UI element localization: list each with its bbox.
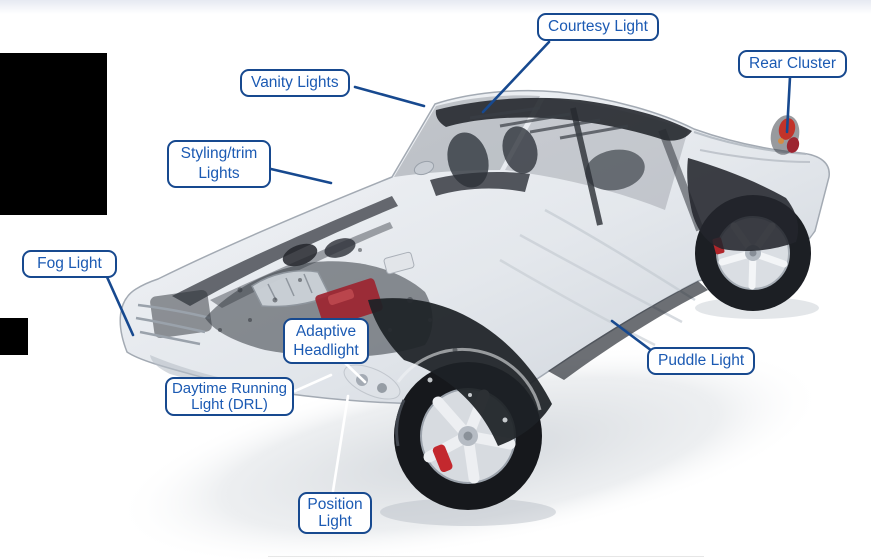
manifold-rib: [267, 283, 277, 301]
grille-slat: [139, 330, 201, 346]
label-text: Adaptive: [295, 323, 357, 340]
redaction-block-large: [0, 53, 107, 215]
headlight-projector: [377, 383, 387, 393]
sunroof-bar: [499, 112, 571, 128]
grille-slat: [137, 303, 211, 320]
dashboard: [430, 172, 530, 196]
photo-bottom-edge: [268, 556, 704, 557]
label-rear-cluster: Rear Cluster: [738, 50, 847, 78]
engine-red-highlight: [327, 289, 355, 305]
door-streak: [519, 233, 683, 324]
label-text: Rear Cluster: [749, 55, 836, 72]
label-text: Courtesy Light: [548, 18, 648, 35]
intake-tube: [282, 243, 318, 267]
sunroof-bar: [469, 106, 541, 120]
position-light-leader-line: [331, 394, 350, 493]
courtesy-light-leader-line: [481, 40, 551, 114]
leader-lines: [105, 40, 792, 493]
trunk-edge-line: [699, 149, 811, 163]
label-text: Light (DRL): [191, 395, 268, 413]
intake-tube: [324, 238, 356, 258]
vanity-lights-leader-line: [353, 85, 426, 108]
label-text: Vanity Lights: [251, 74, 339, 91]
hood-shadow-band: [172, 196, 398, 306]
roof-frame: [435, 97, 692, 141]
label-fog-light: Fog Light: [22, 250, 117, 278]
tail-light-amber: [778, 138, 784, 144]
engine-red-block: [315, 278, 383, 328]
label-text: Headlight: [293, 342, 359, 359]
puddle-light-leader-line: [610, 319, 654, 353]
brake-caliper-red: [432, 444, 453, 473]
rear-cluster-leader-line: [785, 75, 792, 134]
trunk-edge-line: [693, 131, 807, 155]
manifold-rib: [303, 273, 313, 294]
redaction-block-small: [0, 318, 28, 355]
label-text: Lights: [198, 165, 240, 182]
rear-quarter-panel: [687, 158, 799, 251]
adaptive-headlight-leader-line: [341, 359, 367, 384]
front-seat: [502, 126, 538, 174]
fuse-box: [383, 251, 415, 275]
label-text: Light: [318, 513, 352, 530]
top-gradient-band: [0, 0, 871, 14]
side-mirror: [413, 160, 435, 176]
grille-slat: [135, 316, 206, 334]
label-text: Puddle Light: [658, 352, 745, 369]
mechanical-speckles: [218, 248, 458, 353]
b-pillar: [570, 107, 603, 226]
label-courtesy-light: Courtesy Light: [537, 13, 659, 41]
manifold-rib: [285, 277, 295, 297]
label-position-light: Position Light: [298, 492, 372, 534]
tail-light-red: [786, 137, 800, 153]
rocker-panel: [548, 281, 708, 380]
label-vanity-lights: Vanity Lights: [240, 69, 350, 97]
label-puddle-light: Puddle Light: [647, 347, 756, 375]
fog-light-leader-line: [105, 275, 135, 337]
label-text: Styling/trim: [180, 145, 258, 162]
front-wheel-shadow: [380, 498, 556, 526]
front-fender-panel: [368, 298, 552, 446]
fender-arch-highlight: [396, 347, 542, 411]
sunroof-bar: [529, 118, 601, 134]
rear-seat: [585, 149, 645, 191]
door-streak: [499, 258, 656, 347]
sunroof-bar: [559, 124, 629, 140]
light-speckles: [427, 377, 508, 423]
label-styling-trim-lights: Styling/trim Lights: [167, 140, 271, 188]
daytime-running-light-leader-line: [293, 373, 333, 393]
label-text: Fog Light: [37, 255, 102, 272]
label-adaptive-headlight: Adaptive Headlight: [283, 318, 369, 364]
styling-trim-lights-leader-line: [269, 167, 333, 185]
label-daytime-running-light: Daytime Running Light (DRL): [165, 377, 294, 416]
label-text: Daytime Running: [171, 380, 288, 397]
label-text: Position: [307, 496, 363, 513]
